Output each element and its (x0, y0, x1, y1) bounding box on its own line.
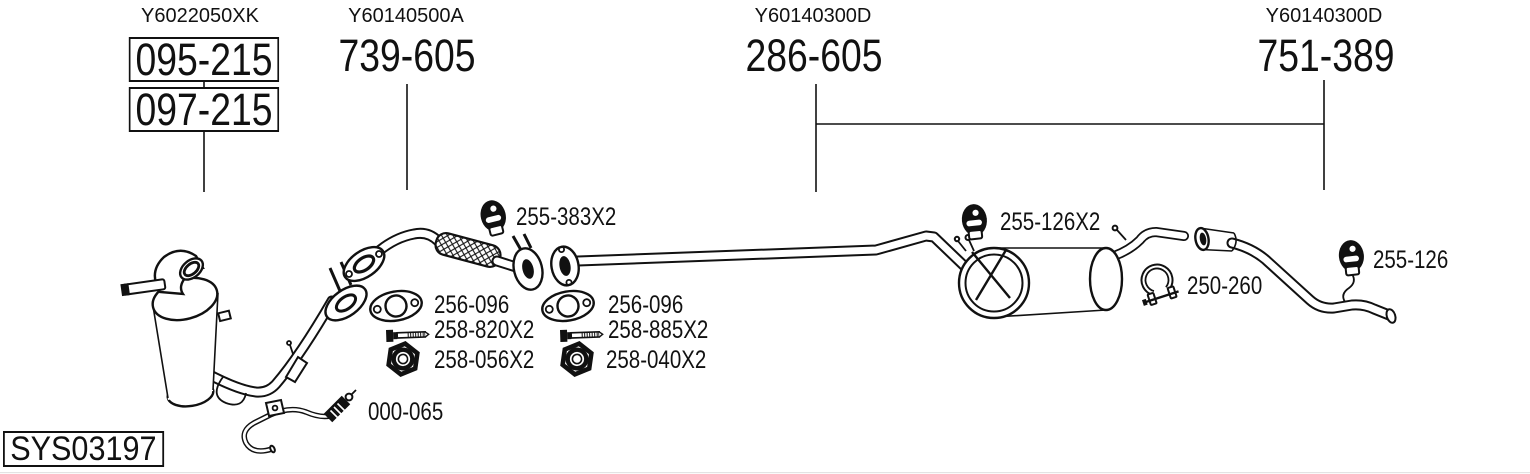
dpf-catalyst-assembly (120, 249, 368, 408)
fitting-label: 258-820X2 (434, 316, 535, 344)
assembly-code: Y60140300D (1265, 5, 1383, 27)
flange-gasket-icon (366, 286, 426, 326)
fitting-label: 256-096 (608, 291, 684, 319)
fitting-label: 250-260 (1187, 272, 1263, 300)
dpf-outlet-flange (324, 284, 368, 322)
part-number: 286-605 (745, 30, 883, 81)
pipe-clamp-icon (1140, 263, 1179, 306)
fitting-label: 255-126X2 (1000, 208, 1101, 236)
assembly-code: Y6022050XK (141, 5, 259, 27)
front-pipe-inlet-flange (342, 245, 386, 283)
rubber-hanger-icon (1337, 239, 1366, 276)
fitting-label: 256-096 (434, 291, 510, 319)
front-pipe-outlet-flange (512, 247, 544, 291)
image-bottom-edge (0, 472, 1530, 474)
fitting-label: 255-126 (1373, 246, 1449, 274)
fitting-label: 000-065 (368, 398, 444, 426)
nut-icon (388, 342, 419, 376)
fitting-label: 258-040X2 (606, 346, 707, 374)
slip-joint-sleeve (1194, 226, 1237, 252)
sensor-tube-part (241, 389, 357, 454)
assembly-code: Y60140300D (754, 5, 872, 27)
flange-gasket-icon (538, 286, 598, 326)
part-number: 739-605 (338, 30, 476, 81)
dpf-inlet-opening (178, 257, 205, 281)
rubber-hanger-icon (477, 198, 510, 238)
fitting-label: 255-383X2 (516, 203, 617, 231)
part-number: 751-389 (1257, 30, 1395, 81)
dpf-mount-tab (120, 278, 167, 297)
part-number-boxed: 095-215 (128, 37, 280, 82)
muffler (953, 224, 1189, 320)
system-id-box: SYS03197 (3, 431, 164, 467)
assembly-code: Y60140500A (348, 5, 464, 27)
fitting-label: 258-056X2 (434, 346, 535, 374)
bolt-icon (559, 327, 604, 343)
part-number-boxed: 097-215 (128, 87, 280, 132)
front-flex-pipe (342, 227, 544, 291)
nut-icon (562, 342, 593, 376)
tail-pipe (1194, 226, 1397, 324)
center-pipe (550, 230, 988, 289)
bolt-icon (385, 327, 430, 343)
center-pipe-flange (550, 245, 580, 287)
fitting-label: 258-885X2 (608, 316, 709, 344)
leader-lines (203, 80, 1325, 192)
rubber-hanger-icon (960, 203, 989, 240)
